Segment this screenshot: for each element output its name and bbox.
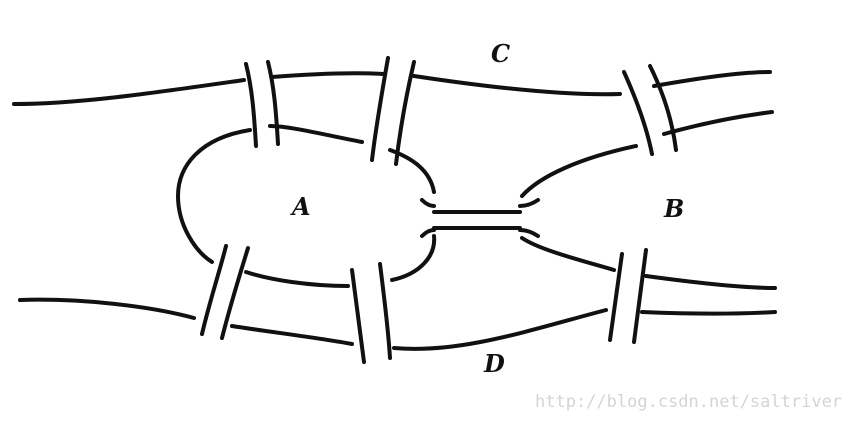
bridge-2 [370,56,416,166]
bridge-5 [200,244,250,340]
lower-bank-bottom [18,297,777,351]
label-b: B [663,194,684,223]
watermark-url: http://blog.csdn.net/saltriver [535,392,843,412]
bridge-4 [420,198,540,238]
bridge-6 [350,262,392,364]
bridge-3 [622,64,678,156]
island-a-outline [176,124,437,288]
region-b-lower [520,236,777,290]
upper-bank-top [12,70,772,106]
bridge-7 [608,248,648,344]
region-b-upper [520,110,774,198]
label-c: C [491,39,510,68]
bridge-1 [244,60,280,148]
label-a: A [290,192,311,221]
label-d: D [483,349,505,378]
